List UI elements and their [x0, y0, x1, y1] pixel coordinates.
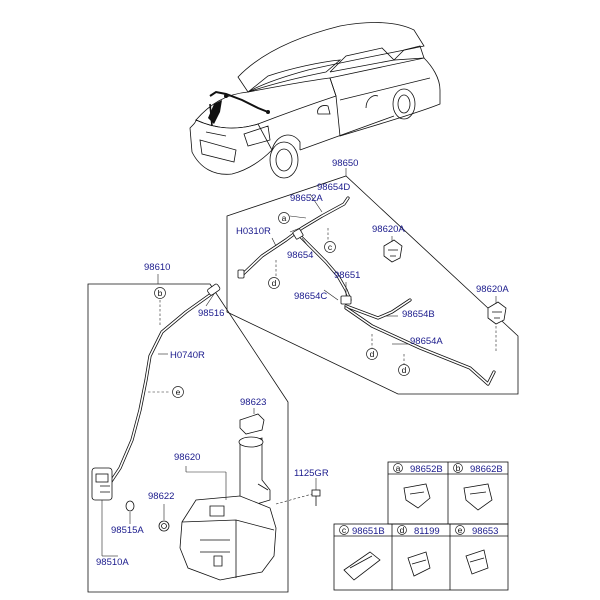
- label-98515a: 98515A: [111, 525, 144, 536]
- svg-text:e: e: [176, 387, 181, 397]
- washer-pump: [91, 467, 118, 557]
- washer-hoses-upper: [237, 196, 496, 386]
- label-98620a-right: 98620A: [476, 284, 509, 295]
- svg-text:d: d: [370, 349, 375, 359]
- svg-text:d: d: [400, 525, 405, 535]
- hose-assembly-frame: [226, 168, 519, 395]
- label-98654a: 98654A: [410, 336, 443, 347]
- legend-header-a: a 98652B: [393, 463, 443, 475]
- svg-text:e: e: [458, 525, 463, 535]
- label-98620: 98620: [174, 452, 200, 463]
- reservoir-assembly-frame: [87, 274, 289, 593]
- clip-c-icon: [343, 551, 381, 581]
- filler-cap: [239, 408, 265, 435]
- clip-e-icon: [465, 549, 489, 575]
- label-98654d: 98654D: [317, 182, 350, 193]
- label-1125gr: 1125GR: [294, 468, 329, 479]
- svg-text:98653: 98653: [472, 526, 498, 537]
- nozzle-left: [383, 236, 403, 263]
- label-h0310r: H0310R: [236, 226, 271, 237]
- legend-header-c: c 98651B: [339, 525, 385, 537]
- label-98620a-left: 98620A: [372, 224, 405, 235]
- clip-b-icon: [463, 483, 493, 511]
- svg-text:d: d: [272, 278, 277, 288]
- label-98652a: 98652A: [290, 193, 323, 204]
- callout-d-middle: d: [366, 348, 378, 360]
- svg-text:c: c: [328, 242, 333, 252]
- svg-text:d: d: [402, 365, 407, 375]
- car-illustration: [189, 22, 441, 179]
- label-98610: 98610: [144, 262, 170, 273]
- svg-text:b: b: [158, 288, 163, 298]
- label-98516: 98516: [198, 308, 224, 319]
- label-98510a: 98510A: [96, 557, 129, 568]
- svg-text:98652B: 98652B: [410, 464, 443, 475]
- bolt: [275, 478, 321, 506]
- callout-a: a: [278, 212, 290, 224]
- callout-b: b: [154, 287, 166, 299]
- svg-text:81199: 81199: [414, 526, 440, 537]
- label-98622: 98622: [148, 491, 174, 502]
- legend-header-d: d 81199: [397, 525, 440, 537]
- callout-c-upper: c: [324, 241, 336, 253]
- washer-reservoir: [179, 466, 277, 581]
- clip-d-icon: [407, 551, 431, 577]
- svg-text:c: c: [342, 525, 347, 535]
- legend-grid: [333, 461, 509, 591]
- callout-d-upper: d: [268, 277, 280, 289]
- svg-text:a: a: [396, 463, 401, 473]
- clip-a-icon: [403, 483, 431, 509]
- callout-e: e: [172, 386, 184, 398]
- grommet: [125, 500, 135, 524]
- label-98654b: 98654B: [402, 309, 435, 320]
- legend-header-b: b 98662B: [453, 463, 503, 475]
- hose-lower: [106, 283, 221, 488]
- legend-header-e: e 98653: [455, 525, 498, 537]
- filler-neck: [238, 436, 271, 507]
- pump-seal: [158, 504, 170, 532]
- svg-text:98662B: 98662B: [470, 464, 503, 475]
- label-98654c: 98654C: [294, 291, 327, 302]
- svg-text:a: a: [282, 213, 287, 223]
- label-98623: 98623: [240, 397, 266, 408]
- label-98650: 98650: [332, 158, 358, 169]
- label-98651: 98651: [334, 270, 360, 281]
- svg-text:98651B: 98651B: [352, 526, 385, 537]
- nozzle-right: [487, 296, 507, 352]
- callout-d-lower: d: [398, 364, 410, 376]
- upper-leaders: [271, 193, 408, 364]
- label-98654: 98654: [287, 250, 313, 261]
- svg-text:b: b: [456, 463, 461, 473]
- label-h0740r: H0740R: [170, 350, 205, 361]
